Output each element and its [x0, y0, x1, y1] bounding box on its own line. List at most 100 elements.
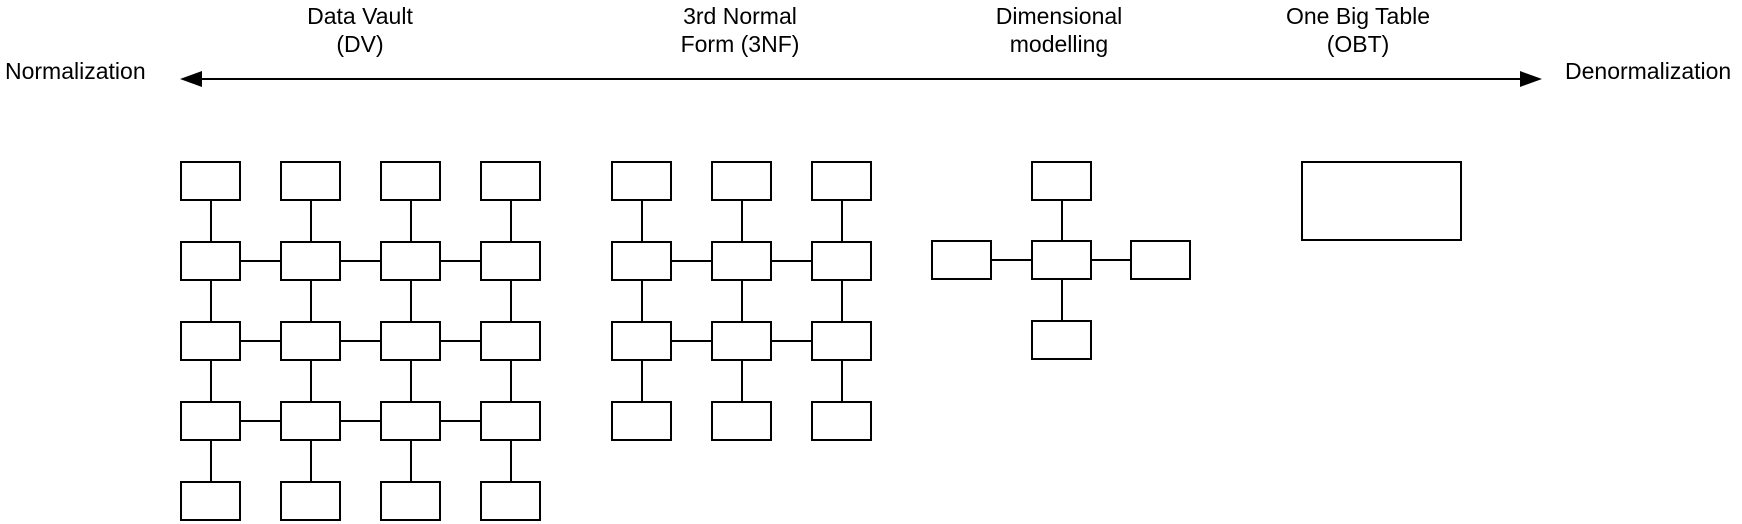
spectrum-axis-line [198, 78, 1524, 80]
relationship-connector [741, 281, 743, 321]
method-label-line: (DV) [336, 31, 384, 57]
relationship-connector [510, 441, 512, 481]
table-box [280, 161, 341, 201]
relationship-connector [510, 281, 512, 321]
relationship-connector [341, 340, 380, 342]
relationship-connector [772, 340, 811, 342]
relationship-connector [672, 260, 711, 262]
table-box [280, 481, 341, 521]
table-box [1031, 161, 1092, 201]
table-box [480, 401, 541, 441]
table-box [280, 401, 341, 441]
relationship-connector [1061, 201, 1063, 240]
table-box [180, 321, 241, 361]
method-label-line: One Big Table [1285, 3, 1431, 29]
relationship-connector [1092, 259, 1130, 261]
arrowhead-right-icon [1520, 71, 1542, 87]
relationship-connector [841, 201, 843, 241]
table-box [180, 401, 241, 441]
table-box [711, 321, 772, 361]
relationship-connector [741, 201, 743, 241]
table-box [711, 241, 772, 281]
table-box [480, 481, 541, 521]
relationship-connector [441, 340, 480, 342]
relationship-connector [210, 201, 212, 241]
relationship-connector [341, 260, 380, 262]
relationship-connector [1061, 280, 1063, 320]
method-label-line: Data Vault [307, 3, 413, 29]
table-box [611, 401, 672, 441]
table-box [280, 321, 341, 361]
table-box [711, 161, 772, 201]
table-box [380, 401, 441, 441]
table-box [1301, 161, 1462, 241]
table-box [931, 240, 992, 280]
relationship-connector [241, 260, 280, 262]
table-box [1031, 240, 1092, 280]
table-box [180, 161, 241, 201]
table-box [611, 161, 672, 201]
table-box [380, 161, 441, 201]
relationship-connector [992, 259, 1031, 261]
method-label-one-big-table: One Big Table (OBT) [1248, 2, 1468, 58]
relationship-connector [410, 201, 412, 241]
table-box [180, 241, 241, 281]
relationship-connector [641, 361, 643, 401]
table-box [1130, 240, 1191, 280]
relationship-connector [341, 420, 380, 422]
relationship-connector [241, 420, 280, 422]
relationship-connector [210, 441, 212, 481]
relationship-connector [410, 441, 412, 481]
relationship-connector [841, 361, 843, 401]
method-label-data-vault: Data Vault (DV) [250, 2, 470, 58]
relationship-connector [841, 281, 843, 321]
table-box [480, 241, 541, 281]
table-box [1031, 320, 1092, 360]
table-box [380, 321, 441, 361]
normalization-label: Normalization [5, 58, 146, 84]
arrowhead-left-icon [180, 71, 202, 87]
relationship-connector [441, 260, 480, 262]
denormalization-label: Denormalization [1565, 58, 1732, 84]
relationship-connector [310, 441, 312, 481]
table-box [480, 321, 541, 361]
table-box [711, 401, 772, 441]
relationship-connector [241, 340, 280, 342]
method-label-line: (OBT) [1326, 31, 1390, 57]
table-box [611, 321, 672, 361]
relationship-connector [510, 361, 512, 401]
relationship-connector [310, 361, 312, 401]
table-box [811, 401, 872, 441]
table-box [611, 241, 672, 281]
relationship-connector [210, 281, 212, 321]
method-label-dimensional-modelling: Dimensional modelling [949, 2, 1169, 58]
table-box [811, 321, 872, 361]
table-box [480, 161, 541, 201]
relationship-connector [310, 201, 312, 241]
method-label-line: Dimensional [995, 3, 1123, 29]
relationship-connector [672, 340, 711, 342]
relationship-connector [410, 281, 412, 321]
method-label-line: modelling [1009, 31, 1109, 57]
relationship-connector [310, 281, 312, 321]
relationship-connector [772, 260, 811, 262]
relationship-connector [741, 361, 743, 401]
table-box [280, 241, 341, 281]
relationship-connector [210, 361, 212, 401]
table-box [380, 481, 441, 521]
table-box [380, 241, 441, 281]
table-box [811, 161, 872, 201]
relationship-connector [510, 201, 512, 241]
relationship-connector [641, 281, 643, 321]
table-box [180, 481, 241, 521]
method-label-third-normal-form: 3rd Normal Form (3NF) [630, 2, 850, 58]
table-box [811, 241, 872, 281]
relationship-connector [441, 420, 480, 422]
method-label-line: Form (3NF) [680, 31, 800, 57]
method-label-line: 3rd Normal [683, 3, 797, 29]
